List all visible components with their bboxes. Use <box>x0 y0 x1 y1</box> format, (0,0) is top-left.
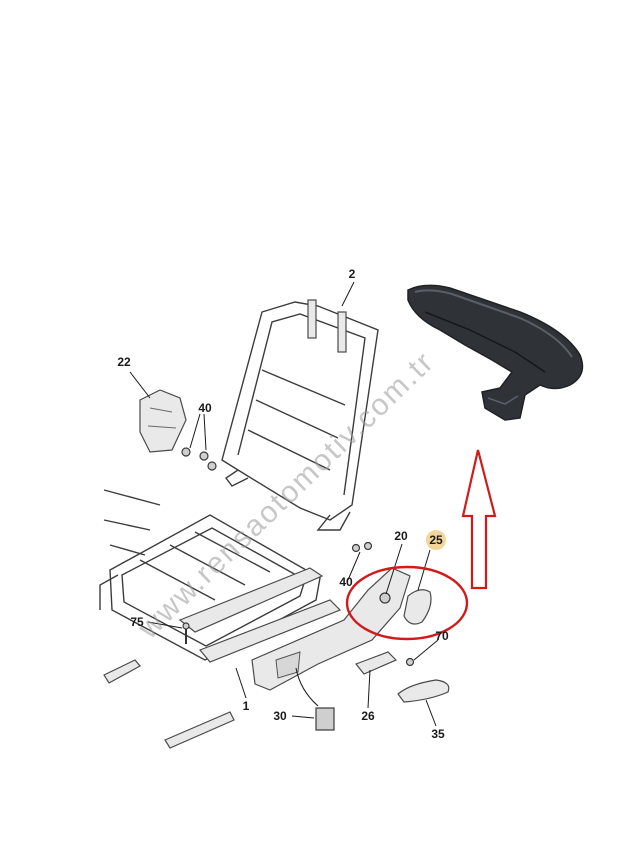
part-25-lever-cap <box>403 589 432 625</box>
callout-2: 2 <box>349 267 356 281</box>
slide-rails <box>103 659 235 749</box>
callout-25: 25 <box>429 533 443 547</box>
screws-40 <box>181 447 373 553</box>
red-up-arrow <box>461 449 497 590</box>
callout-40-bottom: 40 <box>339 575 353 589</box>
callout-70: 70 <box>435 629 449 643</box>
part-26-handle <box>355 651 415 675</box>
part-35-lever <box>397 679 450 703</box>
callout-26: 26 <box>361 709 375 723</box>
callout-75: 75 <box>130 615 144 629</box>
callout-35: 35 <box>431 727 445 741</box>
seat-back-frame <box>221 299 379 531</box>
leader-lines <box>129 281 439 727</box>
part-30-connector <box>295 667 335 731</box>
callout-1: 1 <box>243 699 250 713</box>
callout-20: 20 <box>394 529 408 543</box>
callout-30: 30 <box>273 709 287 723</box>
screw-75 <box>182 622 190 644</box>
callout-22: 22 <box>117 355 131 369</box>
part-22-cover <box>139 389 187 453</box>
part-25-badge <box>426 530 446 550</box>
seat-base-frame <box>99 489 342 663</box>
part-25-photo <box>407 284 584 421</box>
callout-40-top: 40 <box>198 401 212 415</box>
part-20-side-trim <box>251 567 411 691</box>
highlight-circle <box>345 565 469 641</box>
